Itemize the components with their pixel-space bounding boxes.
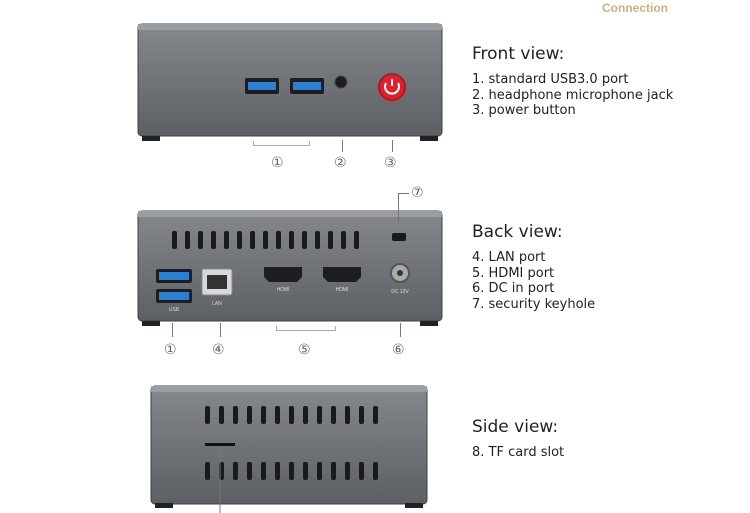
back-foot-left bbox=[142, 321, 160, 326]
front-view-section: Front view: 1. standard USB3.0 port 2. h… bbox=[472, 44, 673, 119]
hdmi-port-1-label: HDMI bbox=[277, 287, 290, 293]
side-case bbox=[150, 385, 428, 505]
side-foot-left bbox=[155, 503, 173, 508]
callout-line-front-2 bbox=[342, 140, 343, 152]
side-vent-slots-top bbox=[205, 406, 378, 424]
side-view-device bbox=[150, 385, 428, 513]
page-header: Connection bbox=[602, 1, 668, 15]
callout-line-back-7 bbox=[398, 193, 409, 224]
callout-back-4: ④ bbox=[212, 342, 225, 358]
lan-port-label: LAN bbox=[212, 301, 222, 307]
headphone-jack bbox=[334, 75, 348, 89]
back-view-title: Back view: bbox=[472, 222, 563, 242]
front-item-3: 3. power button bbox=[472, 103, 576, 118]
back-item-6: 6. DC in port bbox=[472, 281, 555, 296]
power-button bbox=[378, 73, 406, 101]
callout-front-3: ③ bbox=[384, 155, 397, 171]
front-item-1: 1. standard USB3.0 port bbox=[472, 72, 629, 87]
side-vent-slots-bottom bbox=[205, 462, 378, 480]
callout-front-1: ① bbox=[271, 155, 284, 171]
front-foot-right bbox=[420, 136, 438, 141]
callout-back-1: ① bbox=[164, 342, 177, 358]
back-view-section: Back view: 4. LAN port 5. HDMI port 6. D… bbox=[472, 222, 595, 312]
front-item-2: 2. headphone microphone jack bbox=[472, 87, 674, 103]
back-view-device: USB LAN HDMI HDMI DC 12V bbox=[137, 210, 443, 326]
back-vent-slots bbox=[172, 231, 359, 249]
callout-back-5: ⑤ bbox=[298, 342, 311, 358]
callout-line-back-1 bbox=[172, 323, 173, 337]
security-keyhole bbox=[392, 233, 406, 241]
side-view-section: Side view: 8. TF card slot bbox=[472, 417, 564, 461]
back-hdmi-bracket bbox=[276, 326, 336, 331]
tf-card-slot bbox=[205, 443, 235, 446]
back-item-5: 5. HDMI port bbox=[472, 265, 555, 281]
side-foot-right bbox=[405, 503, 423, 508]
front-view-device bbox=[137, 23, 443, 141]
callout-back-7: ⑦ bbox=[411, 185, 424, 201]
hdmi-port-2-label: HDMI bbox=[336, 287, 349, 293]
usb-port-label: USB bbox=[169, 307, 180, 313]
back-item-7: 7. security keyhole bbox=[472, 296, 596, 312]
front-usb-bracket bbox=[253, 141, 310, 146]
front-foot-left bbox=[142, 136, 160, 141]
hdmi-port-1 bbox=[264, 267, 302, 282]
dc-port-label: DC 12V bbox=[391, 289, 409, 295]
back-item-4: 4. LAN port bbox=[472, 250, 546, 265]
callout-line-front-3 bbox=[392, 140, 393, 152]
callout-front-2: ② bbox=[334, 155, 347, 171]
side-item-8: 8. TF card slot bbox=[472, 445, 565, 460]
callout-line-back-6 bbox=[400, 323, 401, 337]
side-view-title: Side view: bbox=[472, 417, 559, 437]
hdmi-port-2 bbox=[323, 267, 361, 282]
callout-line-back-4 bbox=[220, 323, 221, 337]
callout-back-6: ⑥ bbox=[392, 342, 405, 358]
back-foot-right bbox=[420, 321, 438, 326]
front-view-title: Front view: bbox=[472, 44, 565, 64]
